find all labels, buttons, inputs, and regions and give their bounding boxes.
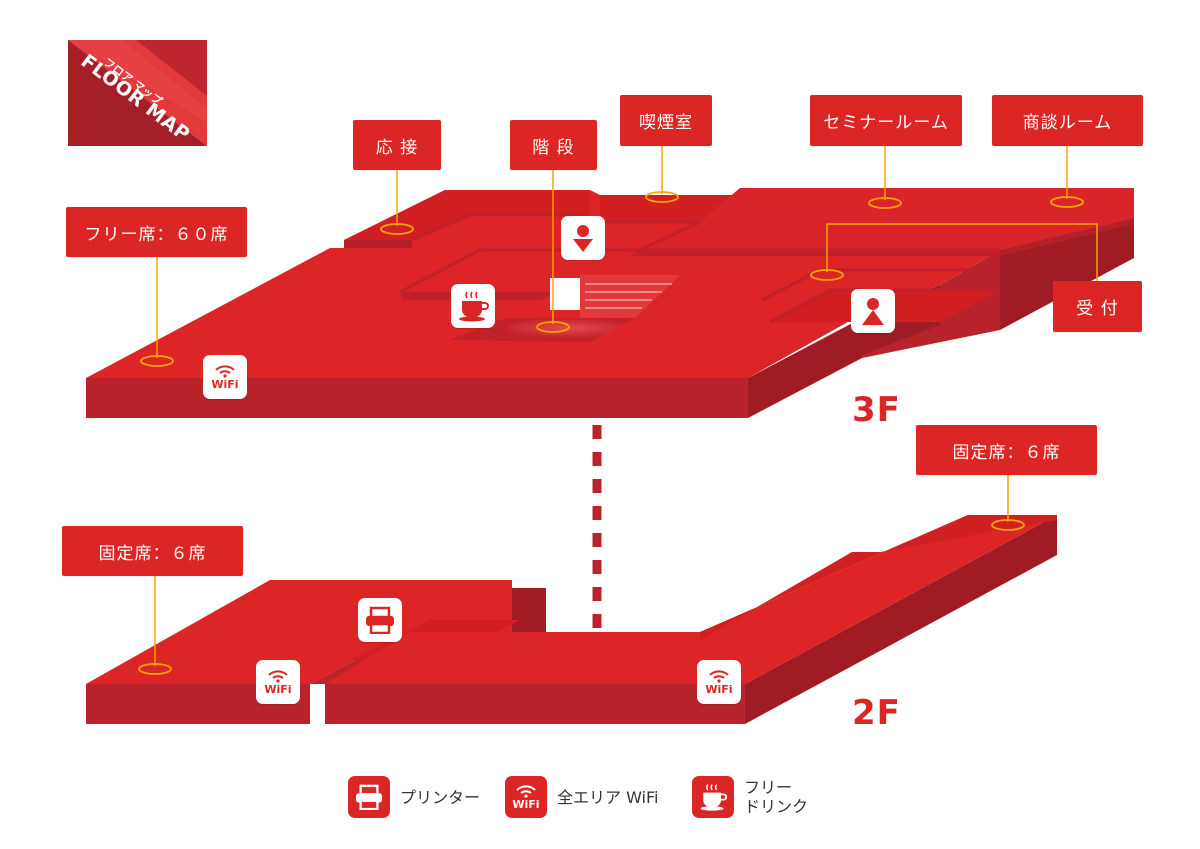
- legend-printer-label: プリンター: [400, 787, 481, 807]
- printer-map-icon: [358, 598, 402, 642]
- legend-printer: プリンター: [348, 776, 480, 818]
- floor-map-ribbon: [68, 40, 207, 146]
- legend-wifi-icon-text: WiFi: [512, 797, 540, 811]
- marker-reception: [810, 269, 844, 281]
- floor-label-3f: 3F: [852, 390, 901, 430]
- label-free-seats: フリー席：６０席: [66, 207, 247, 257]
- wifi-map-icon-3f: WiFi: [203, 355, 247, 399]
- legend-wifi-label: 全エリア WiFi: [557, 787, 659, 807]
- marker-fixed-left: [138, 663, 172, 675]
- reception-icon: [851, 289, 895, 333]
- marker-reception-room: [380, 223, 414, 235]
- wifi-map-text-3f: WiFi: [211, 377, 239, 391]
- wifi-map-icon-2f-right: WiFi: [697, 660, 741, 704]
- label-fixed-seats-right: 固定席：６席: [916, 425, 1097, 475]
- floor-label-2f: 2F: [852, 693, 901, 733]
- label-seminar-room: セミナールーム: [810, 95, 962, 146]
- label-meeting-room: 商談ルーム: [992, 95, 1143, 146]
- stairs-opening: [550, 278, 580, 310]
- floor-2f: [86, 515, 1057, 724]
- printer-icon: [348, 776, 390, 818]
- marker-free-seats: [140, 355, 174, 367]
- marker-fixed-right: [991, 519, 1025, 531]
- legend-wifi: WiFi 全エリア WiFi: [505, 776, 659, 818]
- location-markers: [138, 191, 1084, 675]
- marker-meeting-room: [1050, 196, 1084, 208]
- smoking-room-icon: [561, 216, 605, 260]
- floor-3f-front-face: [86, 378, 748, 418]
- leader-lines: [154, 146, 1098, 666]
- wifi-map-icon-2f-left: WiFi: [256, 660, 300, 704]
- floor-2f-right-top: [325, 515, 1057, 684]
- label-smoking-room: 喫煙室: [620, 95, 712, 146]
- label-stairs: 階 段: [510, 120, 597, 170]
- wifi-icon: WiFi: [505, 776, 547, 818]
- floor-2f-left-top: [86, 580, 546, 684]
- marker-smoking-room: [645, 191, 679, 203]
- wifi-map-text-2f-left: WiFi: [264, 682, 292, 696]
- label-fixed-seats-left: 固定席：６席: [62, 526, 243, 576]
- legend-free-drink: フリー ドリンク: [692, 776, 808, 818]
- label-reception-room: 応 接: [353, 120, 441, 170]
- floor-3f: [86, 188, 1134, 418]
- legend-free-drink-line1: フリー: [744, 778, 793, 797]
- marker-seminar-room: [868, 197, 902, 209]
- legend-free-drink-label: フリー ドリンク: [744, 778, 808, 816]
- label-reception: 受 付: [1053, 281, 1142, 332]
- marker-stairs: [536, 321, 570, 333]
- coffee-cup-icon: [692, 776, 734, 818]
- free-drink-map-icon: [451, 284, 495, 328]
- legend-free-drink-line2: ドリンク: [744, 797, 809, 816]
- wifi-map-text-2f-right: WiFi: [705, 682, 733, 696]
- floor-3f-right-face: [748, 318, 862, 418]
